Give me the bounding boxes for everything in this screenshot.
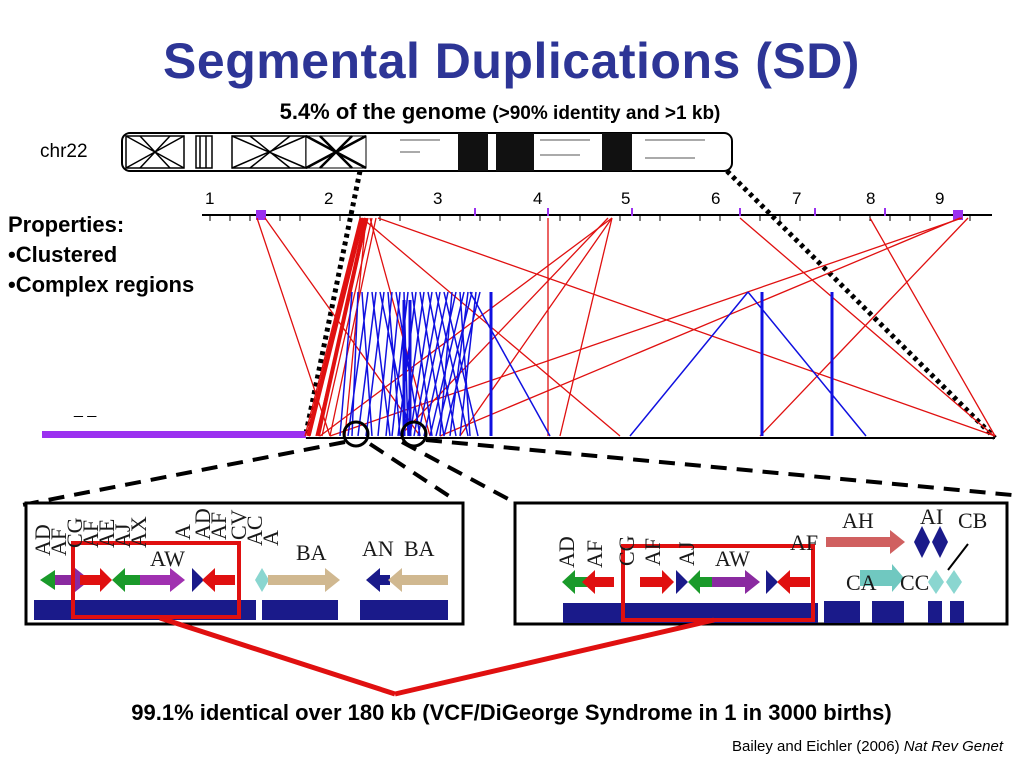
svg-text:CG: CG: [614, 535, 639, 566]
svg-text:AF: AF: [46, 528, 71, 556]
svg-text:CB: CB: [958, 508, 987, 533]
svg-text:AF: AF: [640, 538, 665, 566]
blue-duplication-links: [339, 291, 867, 437]
svg-text:BA: BA: [296, 540, 327, 565]
left-inset-arrows: [40, 568, 448, 592]
subtitle-main: 5.4% of the genome: [279, 99, 493, 124]
zoom-guide-lines: [302, 169, 997, 440]
svg-text:AC: AC: [242, 515, 267, 546]
svg-text:_ _: _ _: [73, 401, 97, 418]
svg-text:AH: AH: [842, 508, 874, 533]
svg-text:AW: AW: [150, 546, 185, 571]
svg-text:AF: AF: [790, 530, 818, 555]
ruler-label-5: 5: [621, 189, 630, 208]
subtitle-criteria: (>90% identity and >1 kb): [492, 103, 721, 124]
svg-text:A: A: [258, 530, 283, 546]
ruler-label-6: 6: [711, 189, 720, 208]
svg-text:AD: AD: [30, 524, 55, 556]
svg-text:AI: AI: [920, 504, 943, 529]
left-region-inset: AD AF CG AF AE AJ AX AW A AD AF CV AC A …: [24, 501, 465, 626]
coordinate-ruler: 1 2 3 4 5 6 7 8 9: [202, 189, 992, 221]
property-clustered: •Clustered: [8, 242, 118, 267]
highlight-connector: [159, 615, 715, 697]
svg-text:CA: CA: [846, 570, 877, 595]
properties-heading: Properties:: [8, 212, 125, 237]
ruler-label-7: 7: [792, 189, 801, 208]
svg-text:CC: CC: [900, 570, 929, 595]
right-inset-arrows: [562, 526, 962, 594]
svg-text:AF: AF: [206, 512, 231, 540]
svg-text:AD: AD: [190, 508, 215, 540]
svg-text:AE: AE: [94, 519, 119, 548]
svg-text:AD: AD: [554, 536, 579, 568]
right-region-inset: AD AF CG AF AJ AW AF AH AI CB CA CC: [513, 501, 1009, 626]
inset-callout-lines: [21, 438, 1013, 507]
svg-text:AF: AF: [582, 540, 607, 568]
citation-journal: Nat Rev Genet: [903, 738, 1003, 755]
ruler-label-2: 2: [324, 189, 333, 208]
ruler-label-3: 3: [433, 189, 442, 208]
svg-text:AJ: AJ: [110, 523, 135, 548]
svg-text:AW: AW: [715, 546, 750, 571]
properties-list: Properties: •Clustered •Complex regions: [8, 210, 194, 300]
svg-text:A: A: [170, 524, 195, 540]
svg-text:CV: CV: [226, 509, 251, 540]
ruler-label-8: 8: [866, 189, 875, 208]
svg-text:AJ: AJ: [674, 541, 699, 566]
slide-title: Segmental Duplications (SD): [163, 33, 860, 89]
svg-text:AN: AN: [362, 536, 394, 561]
property-complex-regions: •Complex regions: [8, 272, 195, 297]
citation-authors: Bailey and Eichler (2006): [732, 738, 904, 755]
ruler-label-4: 4: [533, 189, 542, 208]
svg-text:AF: AF: [78, 520, 103, 548]
chromosome-baseline: _ _: [42, 401, 995, 439]
chromosome-label: chr22: [40, 141, 88, 162]
ruler-label-9: 9: [935, 189, 944, 208]
slide-subtitle: 5.4% of the genome (>90% identity and >1…: [0, 99, 1000, 125]
svg-text:AX: AX: [126, 516, 151, 548]
svg-text:BA: BA: [404, 536, 435, 561]
chromosome-ideogram: [121, 132, 733, 172]
ruler-label-1: 1: [205, 189, 214, 208]
region-highlight-circles: [342, 420, 428, 448]
figure-caption: 99.1% identical over 180 kb (VCF/DiGeorg…: [131, 700, 892, 725]
svg-text:CG: CG: [62, 517, 87, 548]
red-duplication-links: [256, 217, 996, 437]
citation: Bailey and Eichler (2006) Nat Rev Genet: [732, 738, 1003, 755]
